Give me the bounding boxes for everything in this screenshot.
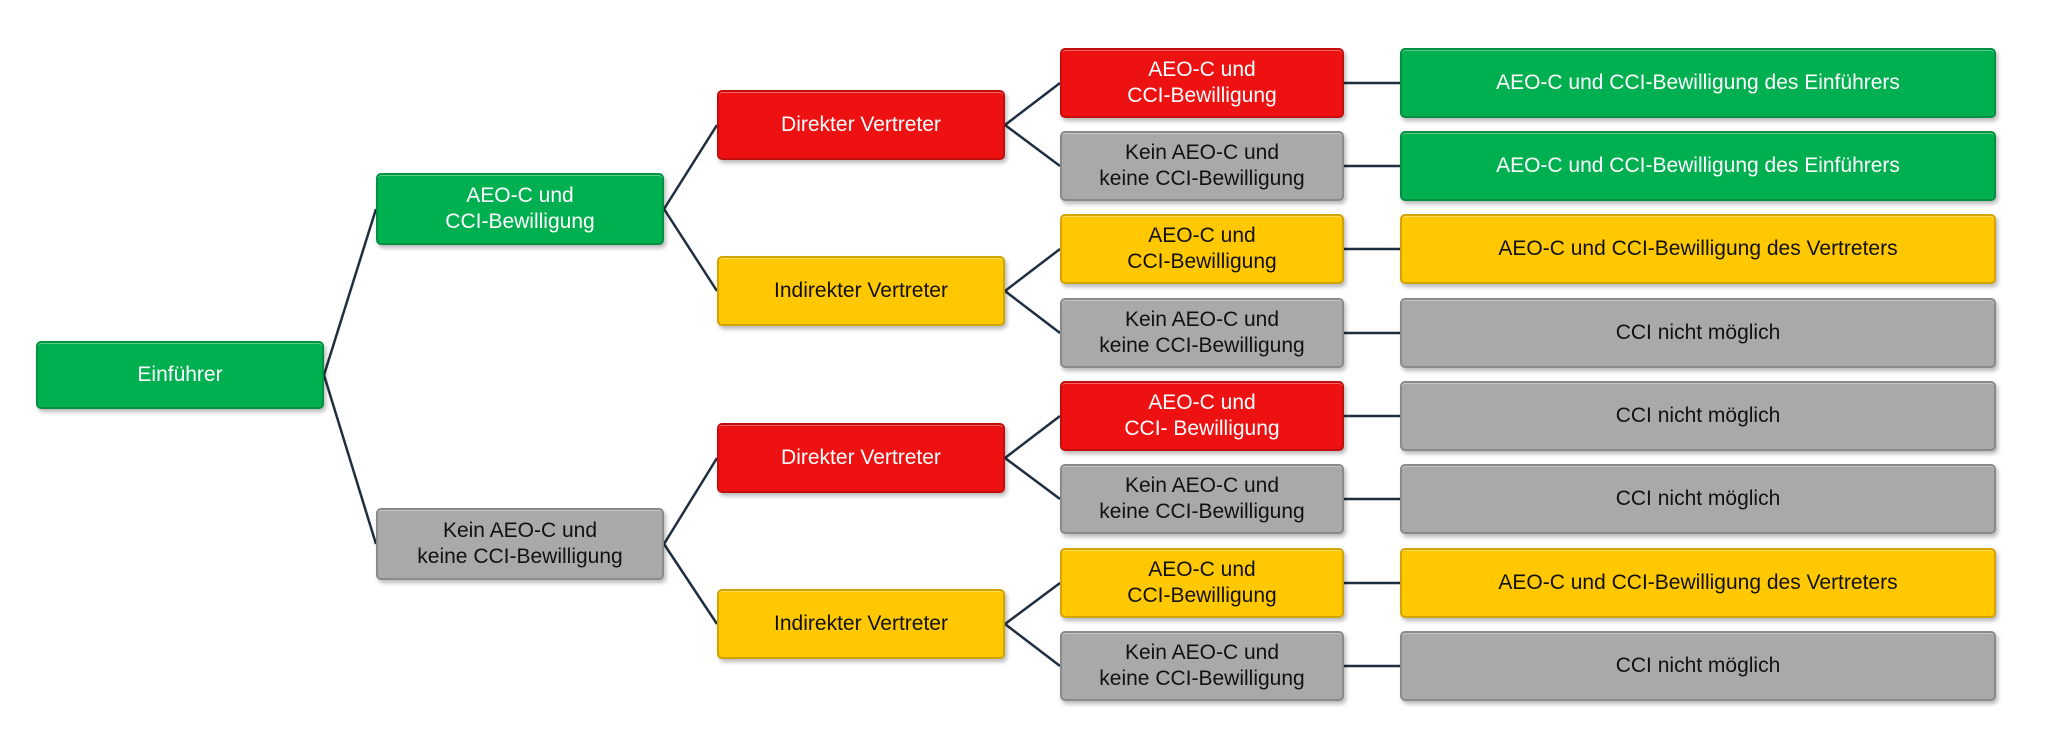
importer-no-aeo-cci-label: Kein AEO-C und keine CCI-Bewilligung <box>417 519 623 568</box>
rep-status-node-6: Kein AEO-C und keine CCI-Bewilligung <box>1060 464 1344 534</box>
importer-no-aeo-cci-node: Kein AEO-C und keine CCI-Bewilligung <box>376 508 664 580</box>
direct-representative-node-1: Direkter Vertreter <box>717 90 1005 160</box>
rep-status-node-7: AEO-C und CCI-Bewilligung <box>1060 548 1344 618</box>
root-node-label: Einführer <box>137 363 223 386</box>
direct-representative-node-2: Direkter Vertreter <box>717 423 1005 493</box>
rep-status-label-2: Kein AEO-C und keine CCI-Bewilligung <box>1099 141 1305 190</box>
rep-status-node-8: Kein AEO-C und keine CCI-Bewilligung <box>1060 631 1344 701</box>
result-node-2: AEO-C und CCI-Bewilligung des Einführers <box>1400 131 1996 201</box>
connector-line <box>1004 123 1061 168</box>
root-node-einfuehrer: Einführer <box>36 341 324 409</box>
importer-aeo-cci-node: AEO-C und CCI-Bewilligung <box>376 173 664 245</box>
result-label-5: CCI nicht möglich <box>1615 404 1781 427</box>
indirect-representative-label-2: Indirekter Vertreter <box>774 612 948 635</box>
connector-line <box>322 374 378 545</box>
rep-status-node-1: AEO-C und CCI-Bewilligung <box>1060 48 1344 118</box>
result-node-4: CCI nicht möglich <box>1400 298 1996 368</box>
connector-line <box>662 124 719 210</box>
result-node-5: CCI nicht möglich <box>1400 381 1996 451</box>
connector-line <box>662 457 719 545</box>
rep-status-label-6: Kein AEO-C und keine CCI-Bewilligung <box>1099 474 1305 523</box>
direct-representative-label-1: Direkter Vertreter <box>781 113 941 136</box>
rep-status-label-5: AEO-C und CCI- Bewilligung <box>1124 391 1280 440</box>
result-label-1: AEO-C und CCI-Bewilligung des Einführers <box>1496 71 1900 94</box>
connector-line <box>1004 581 1061 626</box>
indirect-representative-node-2: Indirekter Vertreter <box>717 589 1005 659</box>
rep-status-label-4: Kein AEO-C und keine CCI-Bewilligung <box>1099 308 1305 357</box>
indirect-representative-label-1: Indirekter Vertreter <box>774 279 948 302</box>
connector-line <box>1004 82 1061 126</box>
result-label-2: AEO-C und CCI-Bewilligung des Einführers <box>1496 154 1900 177</box>
rep-status-label-3: AEO-C und CCI-Bewilligung <box>1127 224 1277 273</box>
rep-status-node-3: AEO-C und CCI-Bewilligung <box>1060 214 1344 284</box>
result-label-7: AEO-C und CCI-Bewilligung des Vertreters <box>1498 571 1898 594</box>
connector-line <box>1004 248 1061 292</box>
result-node-7: AEO-C und CCI-Bewilligung des Vertreters <box>1400 548 1996 618</box>
rep-status-node-4: Kein AEO-C und keine CCI-Bewilligung <box>1060 298 1344 368</box>
connector-line <box>1004 623 1061 667</box>
connector-line <box>662 208 719 292</box>
importer-aeo-cci-label: AEO-C und CCI-Bewilligung <box>445 184 595 233</box>
rep-status-node-5: AEO-C und CCI- Bewilligung <box>1060 381 1344 451</box>
result-label-4: CCI nicht möglich <box>1615 321 1781 344</box>
rep-status-label-1: AEO-C und CCI-Bewilligung <box>1127 58 1277 107</box>
indirect-representative-node-1: Indirekter Vertreter <box>717 256 1005 326</box>
result-label-6: CCI nicht möglich <box>1615 487 1781 510</box>
result-node-3: AEO-C und CCI-Bewilligung des Vertreters <box>1400 214 1996 284</box>
result-node-6: CCI nicht möglich <box>1400 464 1996 534</box>
rep-status-label-7: AEO-C und CCI-Bewilligung <box>1127 558 1277 607</box>
result-label-8: CCI nicht möglich <box>1615 654 1781 677</box>
rep-status-label-8: Kein AEO-C und keine CCI-Bewilligung <box>1099 641 1305 690</box>
connector-line <box>1004 456 1061 501</box>
connector-line <box>662 543 719 625</box>
connector-line <box>1004 415 1061 459</box>
direct-representative-label-2: Direkter Vertreter <box>781 446 941 469</box>
rep-status-node-2: Kein AEO-C und keine CCI-Bewilligung <box>1060 131 1344 201</box>
result-label-3: AEO-C und CCI-Bewilligung des Vertreters <box>1498 237 1898 260</box>
connector-line <box>322 208 378 376</box>
connector-line <box>1004 290 1061 334</box>
result-node-1: AEO-C und CCI-Bewilligung des Einführers <box>1400 48 1996 118</box>
result-node-8: CCI nicht möglich <box>1400 631 1996 701</box>
